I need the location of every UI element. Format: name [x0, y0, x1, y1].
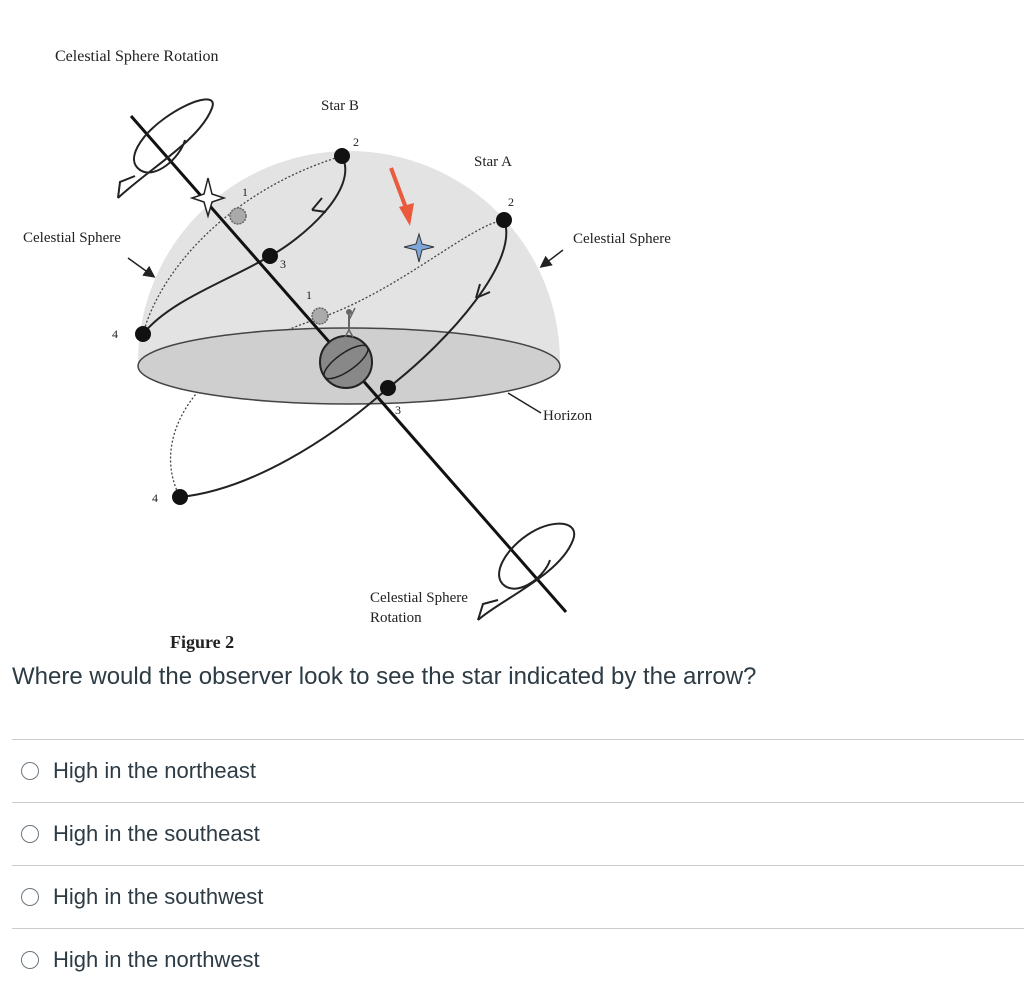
rotation-bottom-label-line2: Rotation	[370, 610, 422, 626]
star-b-position-2-label: 2	[353, 135, 359, 149]
star-b-position-3	[262, 248, 278, 264]
earth-globe	[319, 335, 373, 389]
star-b-position-3-label: 3	[280, 257, 286, 271]
option-southwest[interactable]: High in the southwest	[12, 865, 1024, 928]
celestial-sphere-right-label: Celestial Sphere	[573, 231, 671, 247]
star-a-position-4-label: 4	[152, 491, 158, 505]
celestial-sphere-figure: Celestial Sphere Rotation	[23, 48, 671, 652]
star-a-direction-arrow	[475, 283, 491, 299]
radio-button[interactable]	[21, 762, 39, 780]
pole-star-icon	[189, 177, 227, 219]
radio-button[interactable]	[21, 951, 39, 969]
star-a-label: Star A	[474, 154, 512, 170]
option-northwest[interactable]: High in the northwest	[12, 928, 1024, 991]
star-b-path-back	[142, 155, 343, 335]
rotation-swirl-top	[117, 98, 214, 199]
horizon-pointer	[507, 392, 542, 414]
star-b-position-1	[229, 207, 247, 225]
question-text: Where would the observer look to see the…	[12, 663, 757, 690]
sphere-right-pointer	[539, 249, 564, 268]
figure-caption: Figure 2	[170, 632, 234, 652]
star-a-position-2	[496, 212, 512, 228]
star-a-position-2-label: 2	[508, 195, 514, 209]
indicated-star-icon	[403, 232, 435, 263]
radio-button[interactable]	[21, 888, 39, 906]
indicator-arrow	[389, 167, 414, 226]
star-a-position-1	[311, 307, 329, 325]
star-b-position-4	[135, 326, 151, 342]
star-a-position-3-label: 3	[395, 403, 401, 417]
horizon-label: Horizon	[543, 408, 593, 424]
star-a-position-1-label: 1	[306, 288, 312, 302]
star-b-position-4-label: 4	[112, 327, 118, 341]
star-b-direction-arrow	[311, 197, 327, 213]
option-label: High in the northwest	[53, 947, 260, 972]
star-a-position-3	[380, 380, 396, 396]
option-label: High in the southeast	[53, 821, 260, 846]
rotation-bottom-label-line1: Celestial Sphere	[370, 590, 468, 606]
star-b-position-1-label: 1	[242, 185, 248, 199]
star-b-position-2	[334, 148, 350, 164]
figure-title: Celestial Sphere Rotation	[55, 48, 219, 65]
option-southeast[interactable]: High in the southeast	[12, 802, 1024, 865]
star-a-position-4	[172, 489, 188, 505]
option-label: High in the northeast	[53, 758, 257, 783]
sphere-left-pointer	[127, 257, 156, 278]
celestial-sphere-left-label: Celestial Sphere	[23, 230, 121, 246]
radio-button[interactable]	[21, 825, 39, 843]
star-b-label: Star B	[321, 98, 359, 114]
observer-figure	[344, 307, 356, 338]
option-label: High in the southwest	[53, 884, 264, 909]
celestial-dome	[138, 151, 560, 362]
rotation-swirl-bottom	[477, 522, 576, 621]
answer-options: High in the northeast High in the southe…	[12, 739, 1024, 991]
option-northeast[interactable]: High in the northeast	[12, 739, 1024, 802]
